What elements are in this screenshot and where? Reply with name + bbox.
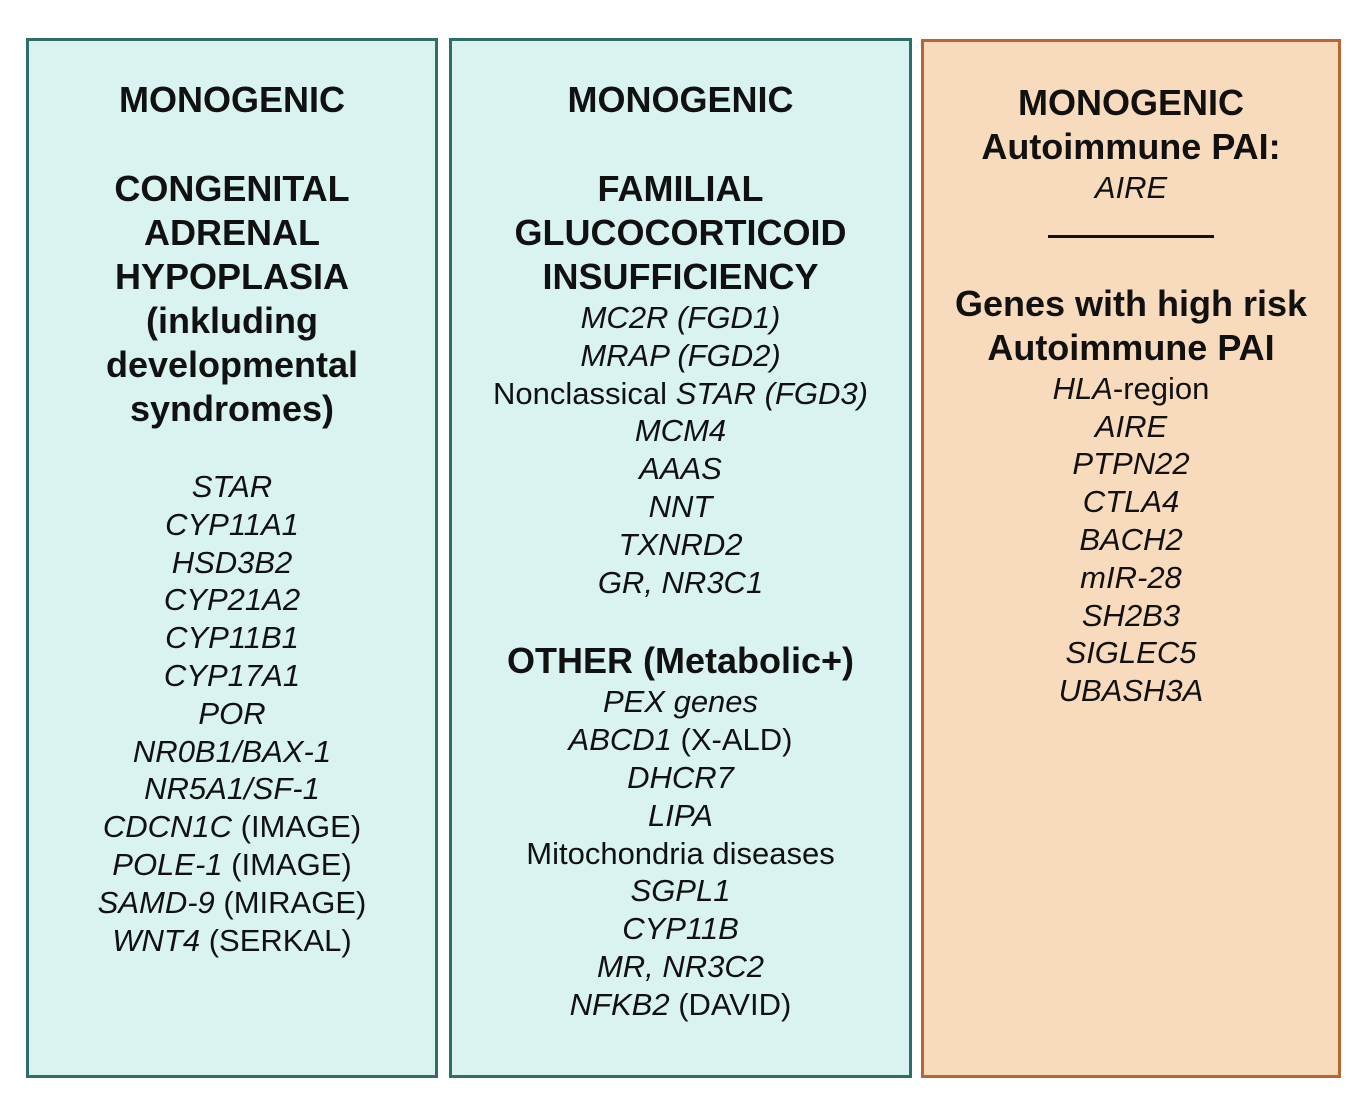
gene-item: LIPA [648, 797, 713, 833]
gene-item: UBASH3A [1058, 673, 1204, 709]
gene-item: CDCN1C (IMAGE) [29, 808, 435, 846]
gene-name: NR5A1/SF-1 [144, 771, 320, 807]
gene-item: NR0B1/BAX-1 [29, 733, 435, 771]
gene-name: ABCD1 [568, 722, 672, 758]
gene-name: HSD3B2 [171, 544, 293, 580]
panel-2-heading-line: INSUFFICIENCY [542, 256, 819, 297]
gene-name: CYP17A1 [163, 657, 301, 693]
gene-item: CYP11A1 [29, 506, 435, 544]
gene-item: CYP11B [622, 911, 739, 947]
panel-1-heading-line: CONGENITAL [114, 168, 350, 209]
syndrome-note: (X-ALD) [680, 722, 793, 758]
gene-item: ABCD1 (X-ALD) [452, 721, 909, 759]
gene-name: CYP21A2 [163, 582, 301, 618]
gene-item: POLE-1 (IMAGE) [29, 846, 435, 884]
panel-1-heading-line: HYPOPLASIA [114, 256, 350, 297]
syndrome-note: (SERKAL) [208, 922, 352, 958]
gene-name: STAR (FGD3) [675, 375, 868, 411]
panel-1-heading-line: ADRENAL [144, 212, 320, 253]
gene-item: mIR-28 [1080, 559, 1182, 595]
panel-2-heading-line: GLUCOCORTICOID [514, 212, 847, 253]
syndrome-note: (IMAGE) [231, 846, 352, 882]
gene-name: CDCN1C [102, 809, 232, 845]
gene-item: MR, NR3C2 [596, 948, 765, 984]
congenital-adrenal-hypoplasia-panel: MONOGENIC CONGENITAL ADRENAL HYPOPLASIA … [26, 38, 438, 1078]
panel-2-heading-line: FAMILIAL [597, 168, 764, 209]
panel-3-title: MONOGENIC [1017, 82, 1244, 123]
gene-name: POLE-1 [112, 846, 223, 882]
gene-name: POR [198, 695, 266, 731]
gene-name: SAMD-9 [97, 884, 215, 920]
risk-heading-line: Genes with high risk [954, 282, 1308, 324]
gene-item: TXNRD2 [618, 526, 743, 562]
panel-2-title: MONOGENIC [567, 79, 794, 120]
gene-item: MCM4 [634, 413, 727, 449]
gene-item: CTLA4 [1082, 484, 1180, 520]
gene-name: CYP11B1 [165, 620, 299, 656]
mitochondria-item: Mitochondria diseases [526, 835, 835, 871]
gene-item: PEX genes [602, 684, 759, 720]
gene-prefix: Nonclassical [493, 375, 668, 411]
gene-name: HLA [1052, 370, 1113, 406]
syndrome-note: (DAVID) [678, 986, 792, 1022]
risk-heading-line: Autoimmune PAI [987, 326, 1275, 368]
gene-item: AIRE [1094, 408, 1168, 444]
gene-item: CYP17A1 [29, 657, 435, 695]
gene-item: SAMD-9 (MIRAGE) [29, 884, 435, 922]
syndrome-note: (MIRAGE) [223, 884, 367, 920]
gene-name: NR0B1/BAX-1 [132, 733, 332, 769]
gene-item: AIRE [1094, 170, 1168, 205]
gene-item: SH2B3 [1081, 597, 1181, 633]
gene-item: WNT4 (SERKAL) [29, 922, 435, 960]
gene-item: PTPN22 [1072, 446, 1190, 482]
gene-item: CYP11B1 [29, 619, 435, 657]
gene-item: STAR [29, 468, 435, 506]
gene-item: AAAS [639, 451, 722, 487]
gene-item: CYP21A2 [29, 581, 435, 619]
gene-item: NR5A1/SF-1 [29, 770, 435, 808]
panel-3-subtitle: Autoimmune PAI: [981, 126, 1281, 167]
gene-item: NFKB2 (DAVID) [452, 986, 909, 1024]
gene-item: HLA-region [924, 370, 1338, 408]
section-divider [1048, 234, 1214, 238]
gene-name: WNT4 [112, 922, 201, 958]
gene-name: CYP11A1 [165, 506, 299, 542]
other-heading: OTHER (Metabolic+) [506, 640, 855, 682]
gene-name: NFKB2 [569, 986, 670, 1022]
gene-item: DHCR7 [627, 759, 734, 795]
panel-1-heading-line: developmental [105, 344, 359, 385]
gene-item: MRAP (FGD2) [580, 337, 781, 373]
gene-item: MC2R (FGD1) [580, 300, 781, 335]
gene-item: BACH2 [1079, 521, 1183, 557]
gene-item: GR, NR3C1 [597, 564, 764, 600]
gene-item: HSD3B2 [29, 544, 435, 582]
panel-1-heading-line: (inkluding [146, 300, 318, 341]
gene-suffix: -region [1112, 370, 1210, 406]
autoimmune-pai-panel: MONOGENIC Autoimmune PAI: AIRE Genes wit… [921, 39, 1341, 1078]
panel-1-heading-line: syndromes) [129, 388, 335, 429]
gene-name: STAR [191, 469, 273, 504]
panel-1-title: MONOGENIC [118, 79, 345, 120]
gene-item: NNT [648, 488, 713, 524]
gene-item: SIGLEC5 [1065, 635, 1197, 671]
syndrome-note: (IMAGE) [240, 809, 362, 845]
gene-item: POR [29, 695, 435, 733]
gene-item: Nonclassical STAR (FGD3) [452, 375, 909, 413]
familial-glucocorticoid-insufficiency-panel: MONOGENIC FAMILIAL GLUCOCORTICOID INSUFF… [449, 38, 912, 1078]
gene-item: SGPL1 [630, 873, 731, 909]
